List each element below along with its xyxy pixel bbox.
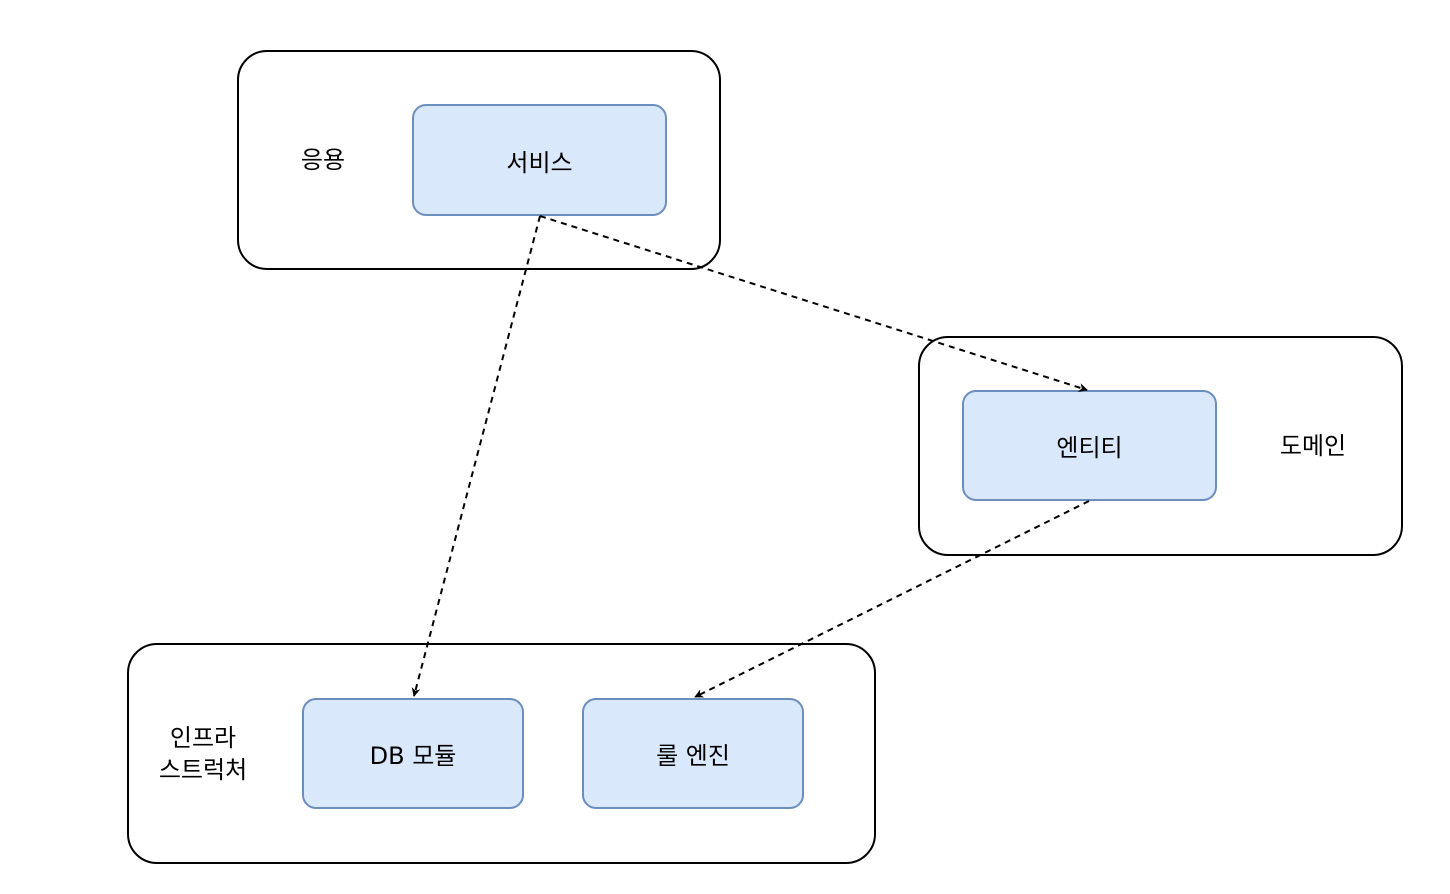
db-module-node: DB 모듈 [302,698,524,809]
infrastructure-layer-label: 인프라 스트럭처 [158,724,248,784]
application-layer-label: 응용 [300,146,346,174]
edge-entity-to-rule-engine [694,500,1090,698]
entity-node: 엔티티 [962,390,1217,501]
application-layer [237,50,721,270]
domain-layer-label: 도메인 [1279,432,1347,460]
edge-service-to-entity [539,215,1088,392]
service-node: 서비스 [412,104,667,216]
rule-engine-node: 룰 엔진 [582,698,804,809]
domain-layer [918,336,1403,556]
infrastructure-layer [127,643,876,864]
edge-service-to-db-module [411,215,541,697]
